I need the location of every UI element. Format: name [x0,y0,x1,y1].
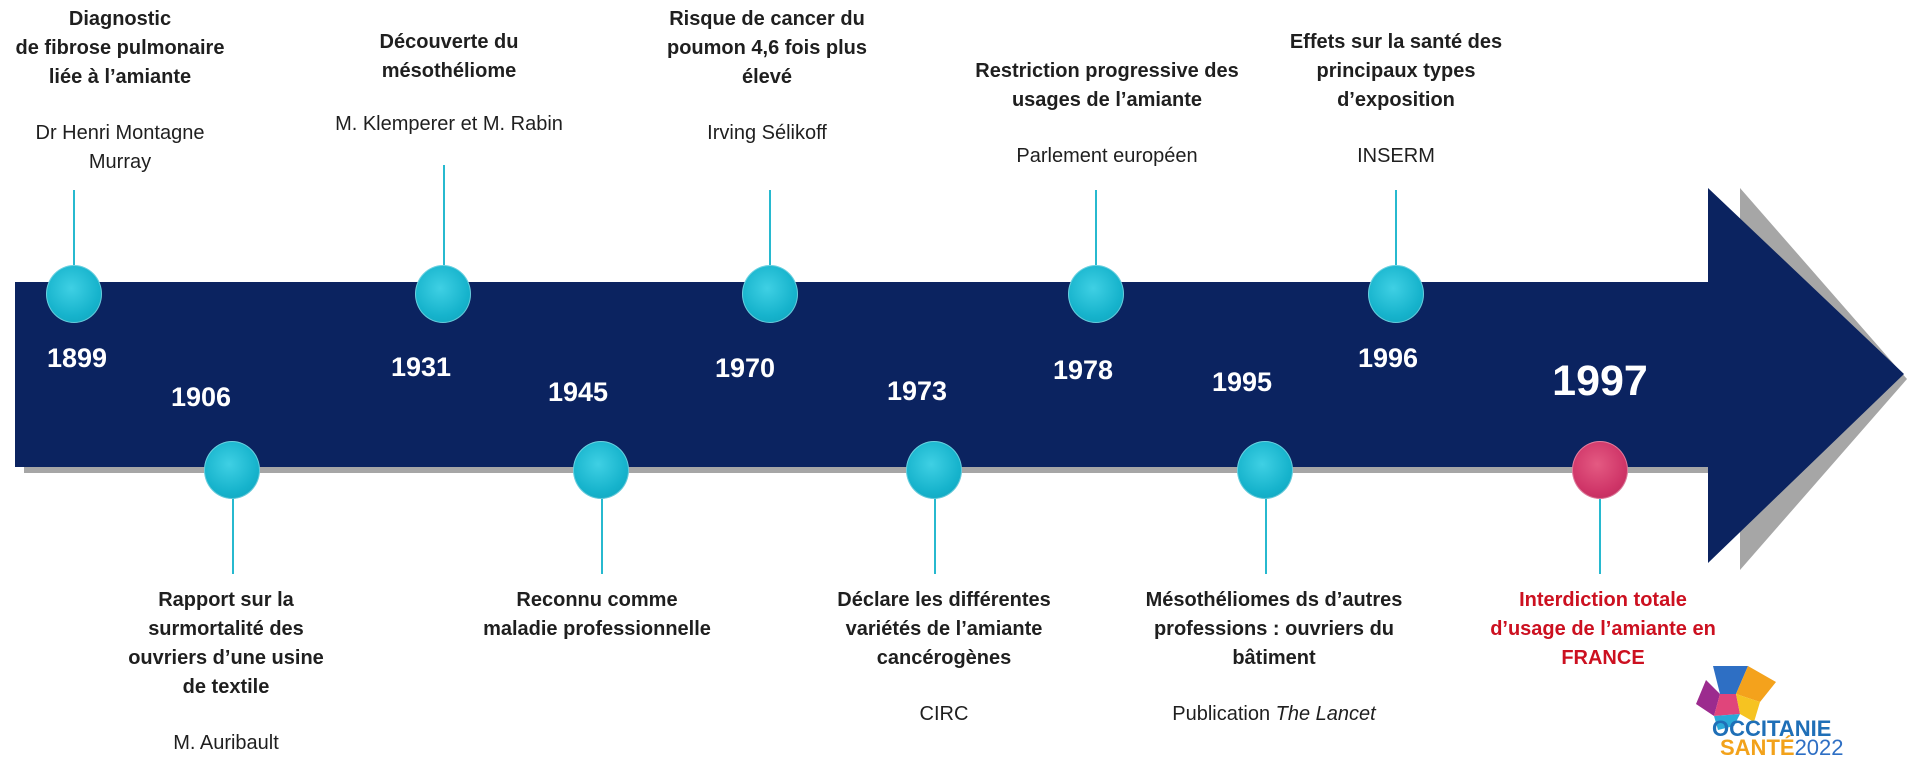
event-1899-label: Diagnostic de fibrose pulmonaire liée à … [0,5,245,177]
event-1970-author: Irving Sélikoff [707,122,827,144]
arrow-body [15,188,1904,563]
marker-1997 [1572,441,1628,499]
event-1906-author: M. Auribault [173,732,279,754]
year-1995: 1995 [1211,367,1273,397]
marker-1973 [906,441,962,499]
connector-1899 [73,190,75,294]
event-1995-title: Mésothéliomes ds d’autres professions : … [1145,589,1403,669]
event-1978-title: Restriction progressive des usages de l’… [975,60,1239,111]
year-1945: 1945 [547,377,609,407]
event-1970-label: Risque de cancer du poumon 4,6 fois plus… [627,5,907,148]
event-1931-label: Découverte du mésothéliome M. Klemperer … [299,28,599,139]
connector-1906 [232,470,234,574]
connector-1970 [769,190,771,294]
event-1978-label: Restriction progressive des usages de l’… [957,57,1257,171]
event-1996-title: Effets sur la santé des principaux types… [1289,31,1503,111]
marker-1899 [46,265,102,323]
year-1899: 1899 [46,343,108,373]
year-1997: 1997 [1552,357,1648,405]
year-1978: 1978 [1052,355,1114,385]
marker-1931 [415,265,471,323]
event-1906-label: Rapport sur la surmortalité des ouvriers… [96,586,356,758]
event-1973-author: CIRC [919,703,969,725]
logo-text-occitanie: OCCITANIE [1712,716,1832,741]
event-1997-title: Interdiction totale d’usage de l’amiante… [1490,589,1716,669]
event-1899-author: Dr Henri Montagne Murray [35,122,205,173]
event-1978-author: Parlement européen [1016,145,1198,167]
event-1995-label: Mésothéliomes ds d’autres professions : … [1114,586,1434,729]
event-1995-author: Publication The Lancet [1172,703,1376,725]
event-1899-title: Diagnostic de fibrose pulmonaire liée à … [15,8,225,88]
connector-1931 [443,165,445,294]
event-1945-title: Reconnu comme maladie professionnelle [483,589,711,640]
year-1996: 1996 [1357,343,1419,373]
year-1906: 1906 [170,382,232,412]
journal-name: The Lancet [1275,703,1376,725]
marker-1995 [1237,441,1293,499]
occitanie-sante-logo [1696,666,1776,730]
marker-1970 [742,265,798,323]
year-1973: 1973 [886,376,948,406]
connector-1995 [1265,470,1267,574]
year-1970: 1970 [714,353,776,383]
event-1973-title: Déclare les différentes variétés de l’am… [837,589,1051,669]
event-1945-label: Reconnu comme maladie professionnelle [447,586,747,644]
event-1973-label: Déclare les différentes variétés de l’am… [794,586,1094,729]
event-1997-label: Interdiction totale d’usage de l’amiante… [1453,586,1753,673]
connector-1997 [1599,470,1601,574]
event-1996-author: INSERM [1357,145,1435,167]
connector-1973 [934,470,936,574]
event-1906-title: Rapport sur la surmortalité des ouvriers… [128,589,324,698]
marker-1906 [204,441,260,499]
connector-1945 [601,470,603,574]
event-1931-author: M. Klemperer et M. Rabin [335,113,563,135]
logo-text-sante: SANTÉ2022 [1720,735,1844,760]
event-1931-title: Découverte du mésothéliome [379,31,519,82]
connector-1978 [1095,190,1097,294]
connector-1996 [1395,190,1397,294]
marker-1978 [1068,265,1124,323]
event-1996-label: Effets sur la santé des principaux types… [1256,28,1536,171]
year-1931: 1931 [390,352,452,382]
marker-1996 [1368,265,1424,323]
marker-1945 [573,441,629,499]
event-1970-title: Risque de cancer du poumon 4,6 fois plus… [666,8,867,88]
